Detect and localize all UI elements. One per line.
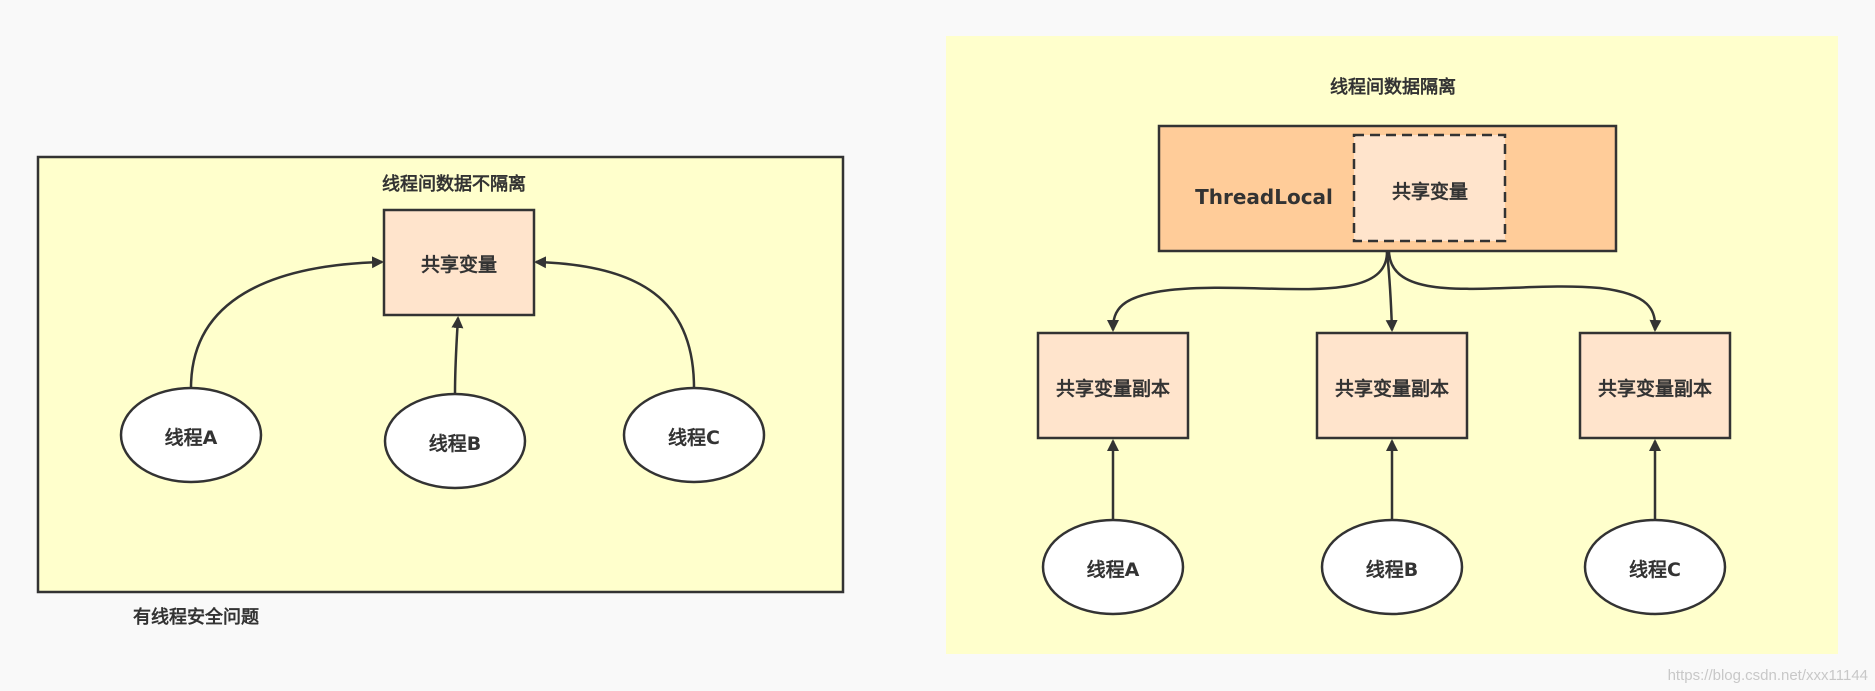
right-thread-c-ellipse bbox=[1583, 518, 1727, 616]
left-shared-variable-box bbox=[382, 208, 536, 317]
right-thread-a-label: 线程A bbox=[1087, 558, 1140, 581]
left-arrow-thread-b bbox=[451, 316, 464, 394]
left-panel: 线程间数据不隔离 共享变量 线程A 线程B 线程C 有线程安全问题 bbox=[36, 155, 845, 628]
left-thread-b-label: 线程B bbox=[429, 432, 481, 455]
copy-box-2 bbox=[1315, 331, 1469, 440]
left-panel-caption: 有线程安全问题 bbox=[133, 606, 260, 628]
right-arrow-copy-1 bbox=[1107, 251, 1389, 332]
right-panel-title: 线程间数据隔离 bbox=[1330, 76, 1456, 98]
left-thread-a-ellipse bbox=[119, 386, 263, 484]
right-shared-variable-label: 共享变量 bbox=[1392, 180, 1468, 203]
right-panel: 线程间数据隔离 ThreadLocal 共享变量 共享变量副本 共享变量副本 共… bbox=[946, 36, 1838, 654]
copy-label-1: 共享变量副本 bbox=[1056, 377, 1170, 400]
left-arrow-thread-a bbox=[189, 256, 384, 389]
left-arrow-thread-c bbox=[534, 256, 696, 389]
copy-label-3: 共享变量副本 bbox=[1598, 377, 1712, 400]
right-thread-a-ellipse bbox=[1041, 518, 1185, 616]
left-thread-c-label: 线程C bbox=[668, 426, 720, 449]
left-panel-title: 线程间数据不隔离 bbox=[382, 173, 526, 195]
left-thread-c-ellipse bbox=[622, 386, 766, 484]
copy-box-1 bbox=[1036, 331, 1190, 440]
right-thread-b-label: 线程B bbox=[1366, 558, 1418, 581]
copy-box-3 bbox=[1578, 331, 1732, 440]
left-thread-b-ellipse bbox=[383, 392, 527, 490]
right-thread-b-ellipse bbox=[1320, 518, 1464, 616]
left-thread-a-label: 线程A bbox=[165, 426, 218, 449]
watermark: https://blog.csdn.net/xxx11144 bbox=[1668, 667, 1868, 684]
left-shared-variable-label: 共享变量 bbox=[421, 253, 497, 276]
threadlocal-label: ThreadLocal bbox=[1195, 185, 1333, 209]
right-arrow-copy-2 bbox=[1385, 251, 1398, 332]
right-thread-c-label: 线程C bbox=[1629, 558, 1681, 581]
copy-label-2: 共享变量副本 bbox=[1335, 377, 1449, 400]
right-shared-variable-box bbox=[1352, 133, 1507, 243]
right-arrow-copy-3 bbox=[1387, 251, 1662, 332]
